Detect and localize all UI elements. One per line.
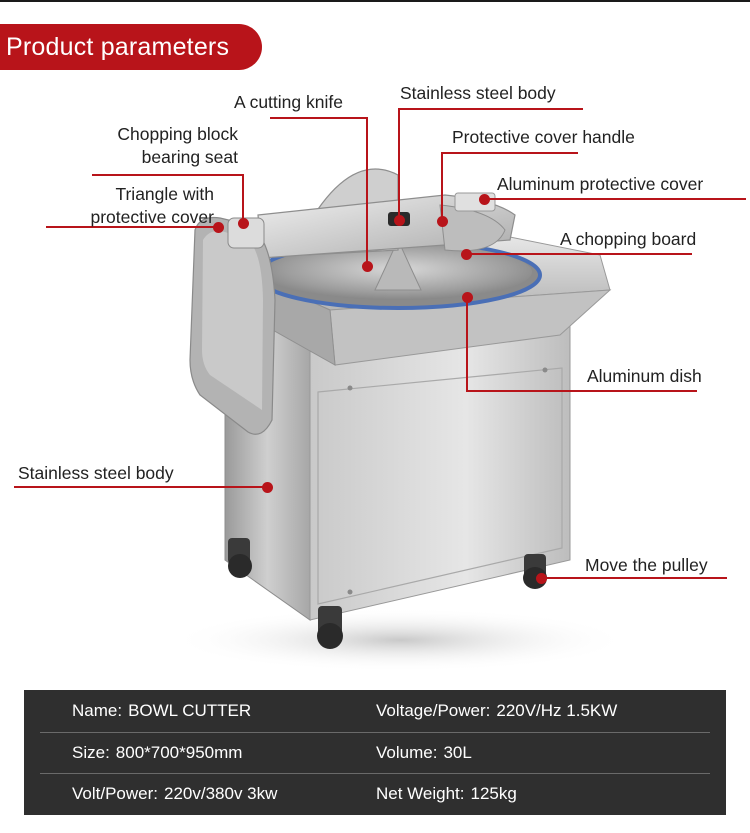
section-title: Product parameters xyxy=(6,32,230,61)
leader-aluminum-cover xyxy=(484,198,746,200)
leader-chopping-board xyxy=(466,253,692,255)
spec-value: 220V/Hz 1.5KW xyxy=(496,700,618,720)
label-aluminum-cover: Aluminum protective cover xyxy=(497,174,704,194)
leader-cutting-knife-h xyxy=(270,117,368,119)
leader-aluminum-dish-h xyxy=(466,390,697,392)
marker-body-side xyxy=(261,481,273,493)
spec-value: 220v/380v 3kw xyxy=(164,784,278,804)
spec-cell-size: Size:800*700*950mm xyxy=(72,743,242,763)
leader-chopping-block-v xyxy=(242,174,244,224)
spec-label: Net Weight: xyxy=(376,784,465,804)
spec-label: Volt/Power: xyxy=(72,784,158,804)
label-chopping-block-line2: bearing seat xyxy=(141,146,238,167)
spec-label: Voltage/Power: xyxy=(376,700,491,720)
marker-aluminum-cover xyxy=(478,193,490,205)
spec-label: Volume: xyxy=(376,742,438,762)
label-chopping-block-line1: Chopping block xyxy=(117,124,238,144)
leader-triangle xyxy=(46,226,218,228)
spec-cell-name: Name:BOWL CUTTER xyxy=(72,701,251,721)
label-cutting-knife: A cutting knife xyxy=(234,92,343,112)
leader-aluminum-dish-v xyxy=(466,297,468,391)
marker-triangle xyxy=(212,221,224,233)
label-pulley: Move the pulley xyxy=(585,555,708,575)
marker-aluminum-dish xyxy=(461,291,473,303)
spec-cell-voltage-power: Voltage/Power:220V/Hz 1.5KW xyxy=(376,701,617,721)
spec-cell-volume: Volume:30L xyxy=(376,743,472,763)
section-title-badge: Product parameters xyxy=(0,24,262,70)
marker-cover-handle xyxy=(436,215,448,227)
label-triangle: Triangle with protective cover xyxy=(90,183,214,229)
marker-chopping-board xyxy=(460,248,472,260)
label-triangle-line2: protective cover xyxy=(90,206,214,227)
spec-cell-volt-power: Volt/Power: 220v/380v 3kw xyxy=(72,784,277,804)
label-triangle-line1: Triangle with xyxy=(115,184,214,204)
label-aluminum-dish: Aluminum dish xyxy=(587,366,702,386)
marker-pulley xyxy=(535,572,547,584)
bowl-cutter-illustration xyxy=(170,168,630,672)
label-body-side: Stainless steel body xyxy=(18,463,174,483)
spec-cell-net-weight: Net Weight:125kg xyxy=(376,784,517,804)
spec-row: Size:800*700*950mm Volume:30L xyxy=(40,731,710,774)
spec-value: 800*700*950mm xyxy=(115,742,243,762)
spec-table: Name:BOWL CUTTER Voltage/Power:220V/Hz 1… xyxy=(24,690,726,815)
top-rule xyxy=(0,0,750,2)
leader-pulley xyxy=(541,577,727,579)
leader-body-top-v xyxy=(398,108,400,221)
spec-value: BOWL CUTTER xyxy=(128,700,252,720)
leader-chopping-block-h xyxy=(92,174,244,176)
marker-body-top xyxy=(393,214,405,226)
spec-row: Volt/Power: 220v/380v 3kw Net Weight:125k… xyxy=(40,773,710,815)
label-chopping-block: Chopping block bearing seat xyxy=(117,123,238,169)
marker-chopping-block xyxy=(237,217,249,229)
leader-cover-handle-v xyxy=(441,152,443,222)
spec-value: 125kg xyxy=(470,784,517,804)
leader-cutting-knife-v xyxy=(366,117,368,267)
spec-row: Name:BOWL CUTTER Voltage/Power:220V/Hz 1… xyxy=(40,690,710,732)
spec-label: Size: xyxy=(72,742,110,762)
spec-label: Name: xyxy=(72,700,123,720)
marker-cutting-knife xyxy=(361,260,373,272)
leader-body-top-h xyxy=(398,108,583,110)
label-chopping-board: A chopping board xyxy=(560,229,697,249)
spec-value: 30L xyxy=(443,742,472,762)
leader-cover-handle-h xyxy=(441,152,578,154)
label-cover-handle: Protective cover handle xyxy=(452,127,635,147)
label-body-top: Stainless steel body xyxy=(400,83,556,103)
leader-body-side xyxy=(14,486,266,488)
